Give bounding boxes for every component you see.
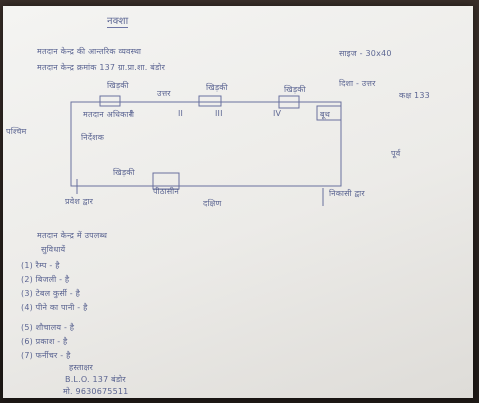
- document-page: नक्शा मतदान केन्द्र की आन्तरिक व्यवस्था …: [3, 6, 473, 398]
- facilities-heading: मतदान केन्द्र में उपलब्ध: [37, 231, 108, 240]
- facility-item: (1) रैम्प - है: [21, 261, 60, 270]
- entrance-label: प्रवेश द्वार: [65, 197, 94, 206]
- south-label: दक्षिण: [203, 199, 222, 208]
- facility-item: (7) फर्नीचर - है: [21, 351, 71, 360]
- booth-1-label: खिड़की: [107, 81, 129, 90]
- booth-1-box: [99, 95, 121, 107]
- center-label: पीठासीन: [153, 187, 180, 196]
- top-label: उत्तर: [157, 89, 171, 98]
- roman-3: III: [215, 109, 223, 118]
- facility-item: (6) प्रकाश - है: [21, 337, 68, 346]
- signature-line-1: B.L.O. 137 बंडोर: [65, 375, 126, 384]
- facilities-subheading: सुविधायें: [41, 245, 66, 254]
- presiding-desk: [152, 172, 180, 190]
- roman-2: II: [178, 109, 184, 118]
- east-label: पूर्व: [391, 149, 401, 158]
- signature-line-2: मो. 9630675511: [63, 387, 129, 396]
- officer-label: मतदान अधिकारी: [83, 110, 135, 119]
- booth-2-box: [198, 95, 222, 107]
- window-label: खिड़की: [113, 168, 135, 177]
- booth-3-box: [278, 95, 300, 109]
- document-title: नक्शा: [107, 13, 129, 28]
- header-note-3: कक्ष 133: [399, 91, 430, 100]
- floor-plan-diagram: [70, 95, 342, 206]
- facility-item: (4) पीने का पानी - है: [21, 303, 88, 312]
- facility-item: (5) शौचालय - है: [21, 323, 75, 332]
- box-label: बूथ: [320, 110, 331, 119]
- west-label: पश्चिम: [6, 127, 27, 136]
- facility-item: (2) बिजली - है: [21, 275, 70, 284]
- roman-4: IV: [273, 109, 282, 118]
- booth-2-label: खिड़की: [206, 83, 228, 92]
- booth-3-label: खिड़की: [284, 85, 306, 94]
- header-line-2: मतदान केन्द्र क्रमांक 137 ग्रा.प्रा.शा. …: [37, 63, 166, 72]
- header-line-1: मतदान केन्द्र की आन्तरिक व्यवस्था: [37, 47, 142, 56]
- desk-label: निर्देशक: [81, 133, 105, 142]
- roman-1: I: [130, 109, 133, 118]
- header-note-2: दिशा - उत्तर: [339, 79, 376, 88]
- voting-box: [316, 105, 342, 121]
- facility-item: (3) टेबल कुर्सी - है: [21, 289, 81, 298]
- exit-label: निकासी द्वार: [329, 189, 365, 198]
- room-outline: [70, 101, 342, 187]
- header-note-1: साइज - 30x40: [339, 49, 392, 58]
- signature-label: हस्ताक्षर: [69, 363, 93, 372]
